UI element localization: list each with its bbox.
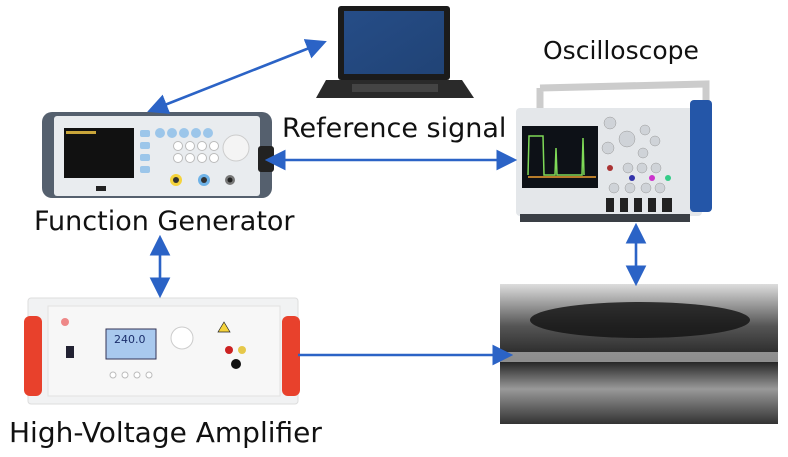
oscilloscope-label: Oscilloscope (543, 36, 699, 65)
high-voltage-amplifier-image: 240.0 (24, 297, 300, 405)
arrow-laptop-function-generator (147, 39, 327, 114)
function-generator-image (42, 112, 274, 198)
specimen-photo (500, 284, 778, 424)
function-generator-label: Function Generator (34, 206, 295, 237)
laptop-image (316, 6, 474, 98)
oscilloscope-image (516, 80, 712, 222)
reference-signal-label: Reference signal (282, 113, 507, 144)
amplifier-display-value: 240.0 (114, 333, 146, 346)
amplifier-label: High-Voltage Amplifier (9, 416, 322, 449)
